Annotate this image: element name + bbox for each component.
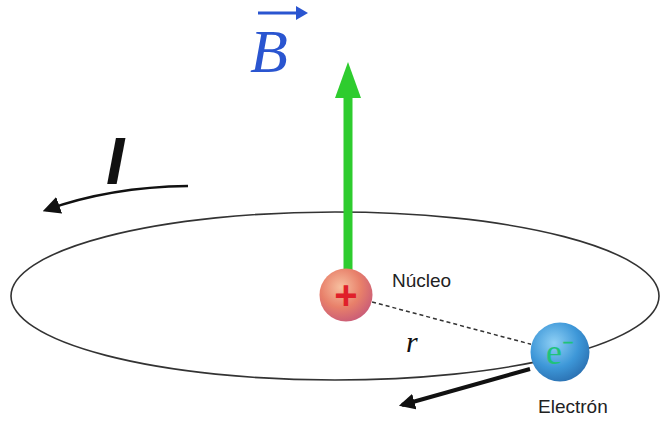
vector-arrow: [258, 12, 300, 15]
nucleus: +Núcleo: [319, 268, 373, 322]
electron-symbol: e⁻: [530, 322, 590, 382]
radius-line: [372, 302, 531, 344]
current-symbol: I: [106, 128, 124, 194]
field-symbol: B: [250, 20, 288, 82]
nucleus-label: Núcleo: [392, 271, 451, 292]
electron: e⁻Electrón: [530, 322, 590, 382]
vector-arrowhead: [296, 6, 308, 20]
nucleus-symbol: +: [319, 268, 373, 322]
field-arrow: [344, 96, 353, 292]
radius-symbol: r: [404, 327, 420, 357]
field-arrowhead: [335, 62, 361, 98]
electron-circle: [531, 323, 590, 382]
velocity-arrow: [402, 369, 530, 405]
electron-label: Electrón: [538, 397, 608, 418]
nucleus-circle: [320, 269, 373, 322]
